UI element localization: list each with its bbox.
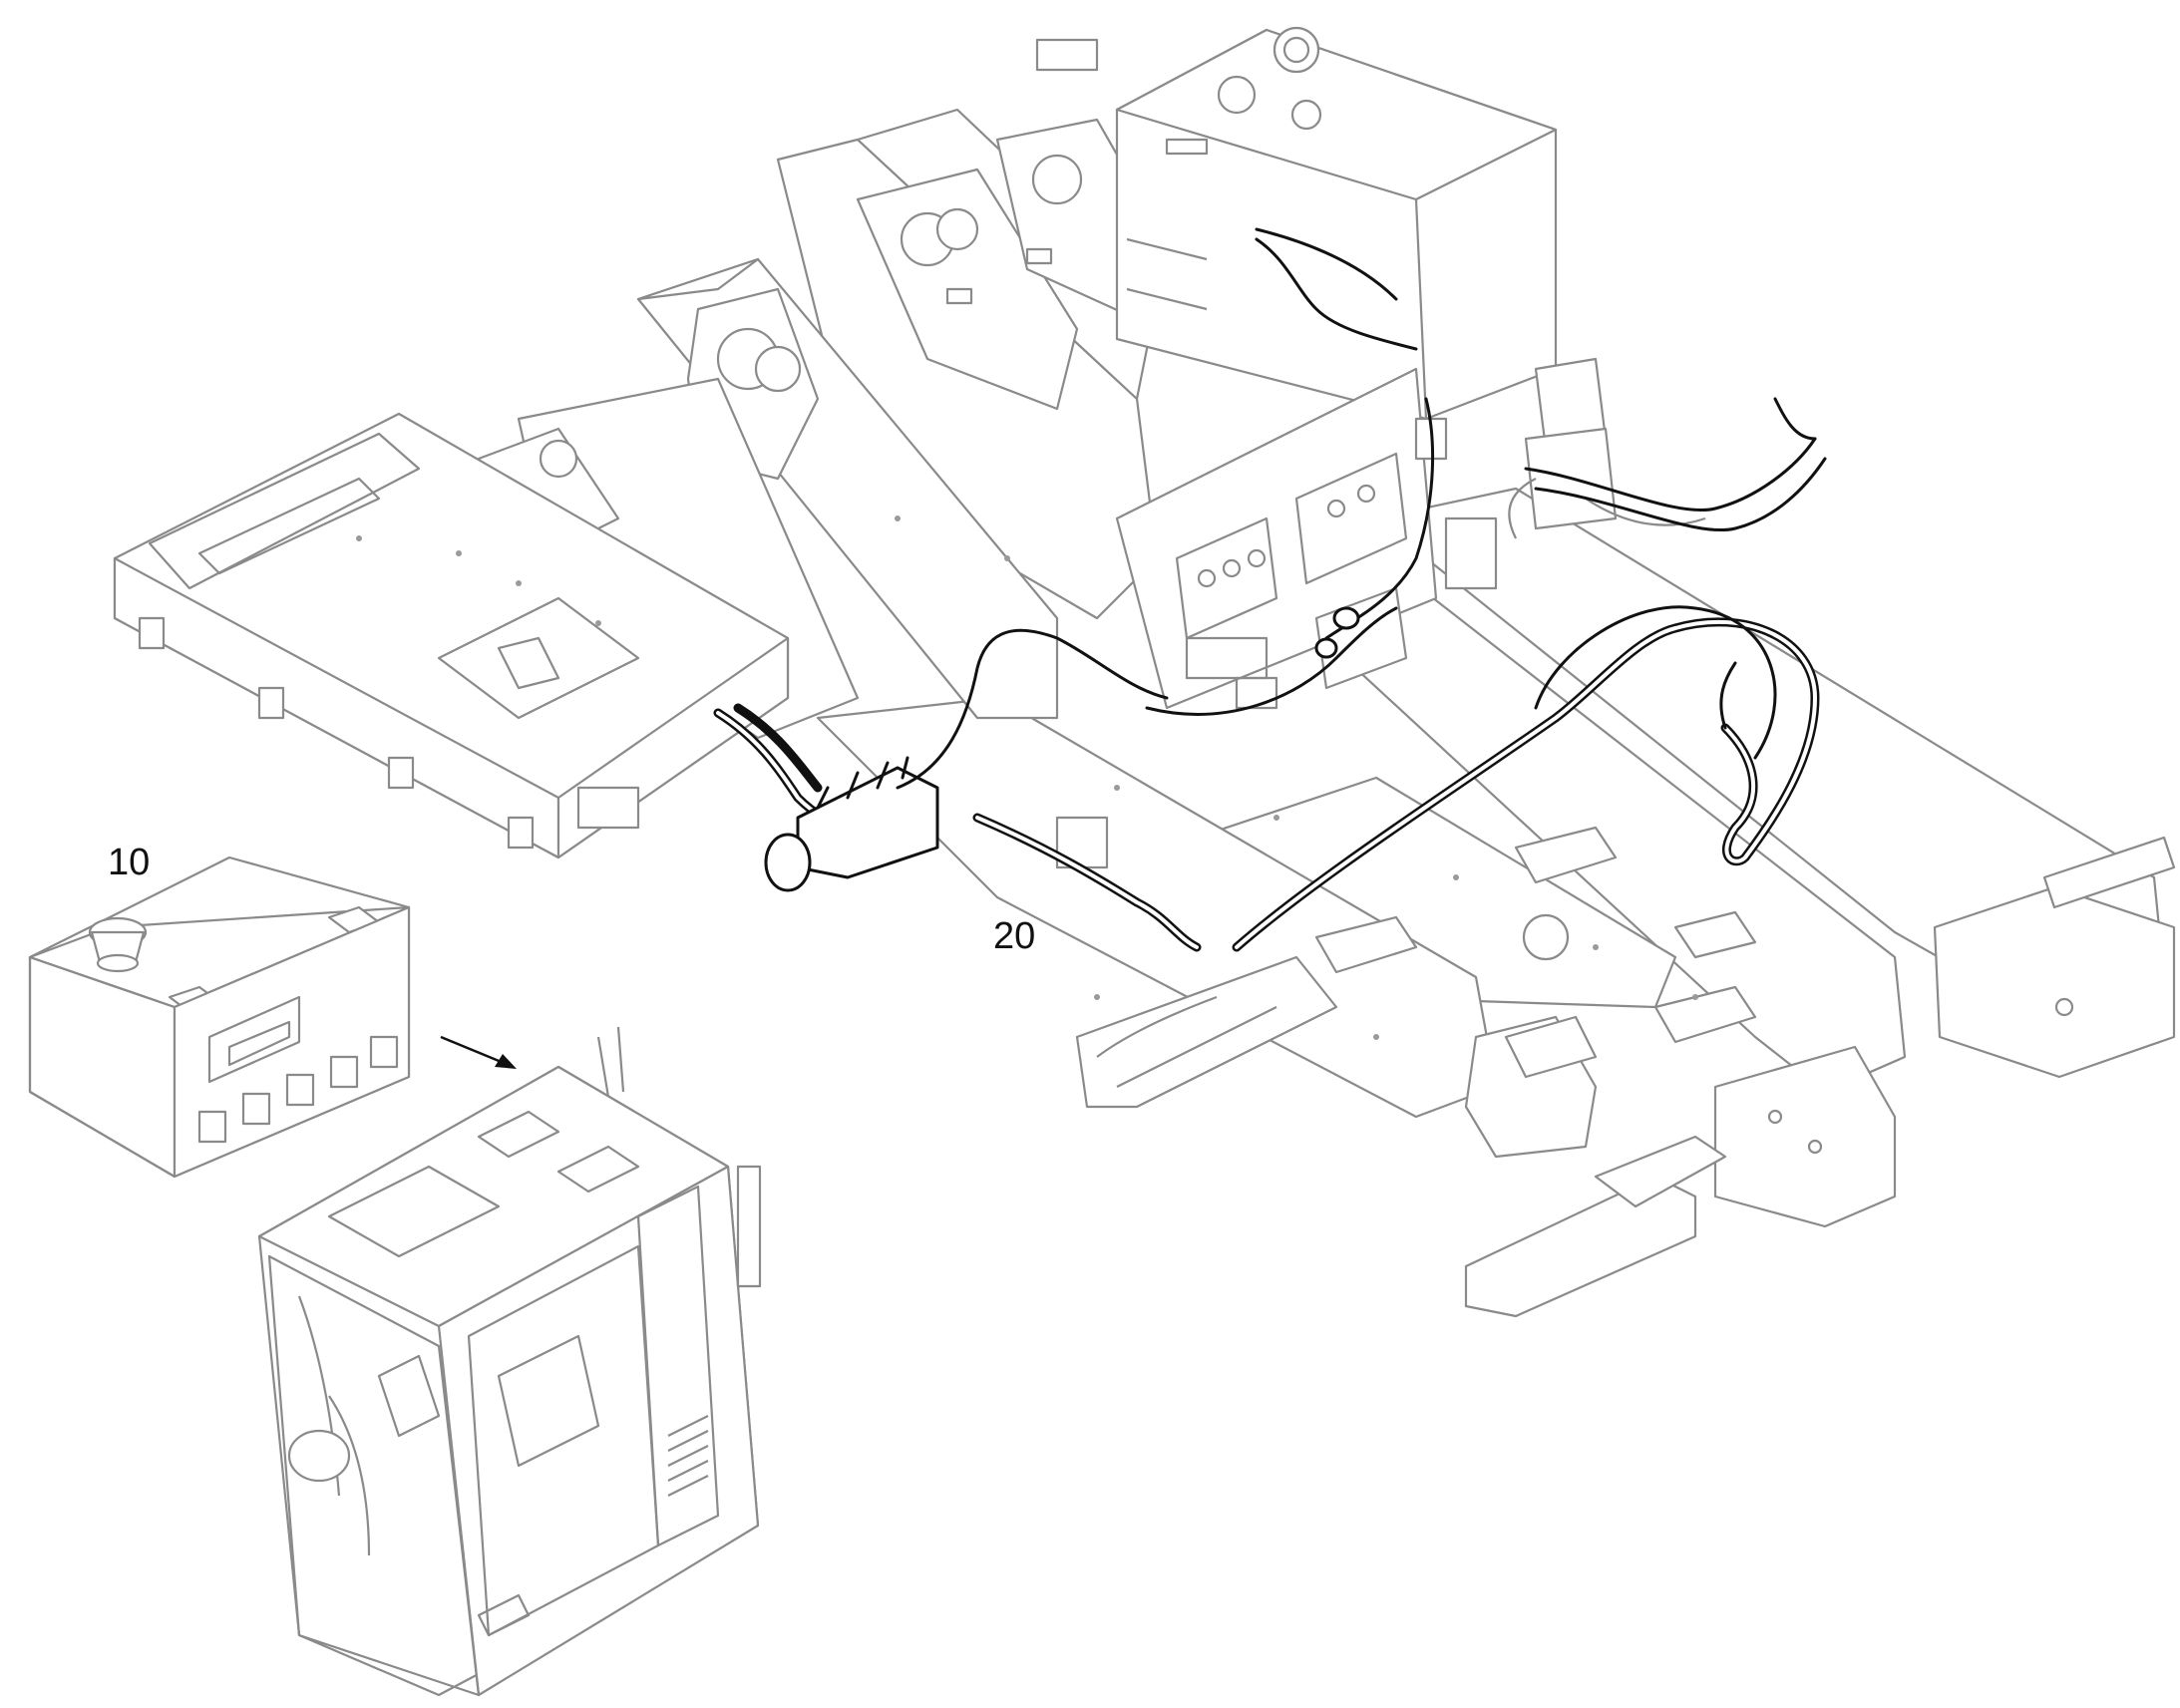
display-module-icon: [28, 855, 411, 1179]
install-arrow: [440, 1035, 517, 1069]
hydraulic-tank: [1035, 26, 1558, 421]
callout-item-10: 10: [108, 842, 151, 883]
operator-cab-icon: [257, 1026, 762, 1697]
callout-item-20: 20: [993, 915, 1036, 957]
electrical-panel: [1115, 367, 1438, 710]
wiring-harness-icon: [713, 227, 1827, 952]
battery-box: [113, 412, 790, 859]
detail-dots: [356, 515, 1698, 1040]
machine-frame-icon: [816, 487, 2176, 1318]
